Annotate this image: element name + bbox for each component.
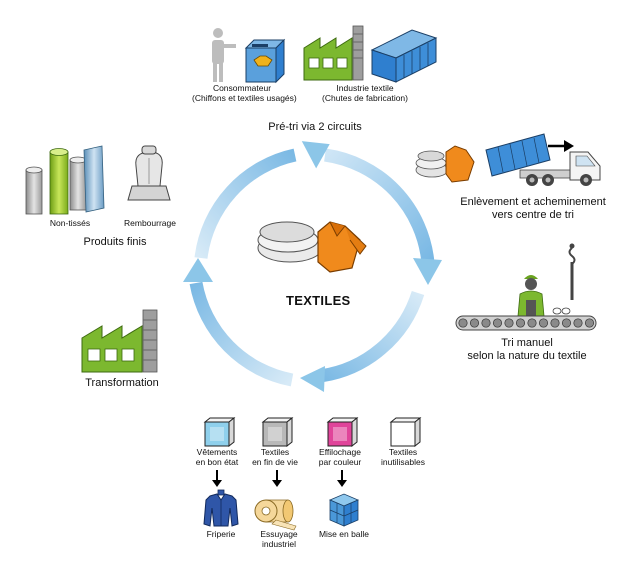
category-label-line1: Effilochage [319, 447, 361, 457]
arrow-head-left [183, 258, 213, 282]
conveyor-belt-icon [455, 315, 597, 331]
collection-bin-icon [244, 38, 286, 84]
category-label-line2: en fin de vie [252, 456, 298, 467]
center-title: TEXTILES [286, 293, 351, 308]
conveyor-roller [584, 318, 595, 328]
category-cube-icon [389, 416, 422, 448]
conveyor-roller [515, 318, 526, 328]
conveyor-roller [504, 318, 514, 328]
arrow-head-right [413, 258, 442, 285]
consumer-icon [212, 28, 236, 82]
arrow-arc-bottom-right [318, 290, 425, 383]
conveyor-roller [492, 318, 503, 328]
dump-truck-icon [485, 133, 601, 186]
clothes-bundle-icon [415, 145, 475, 183]
consumer-label: Consommateur (Chiffons et textiles usagé… [192, 83, 297, 104]
category-label-line1: Textiles [388, 447, 418, 457]
transformation-label: Transformation [85, 377, 159, 389]
transport-label-line1: Enlèvement et acheminement [460, 196, 606, 208]
industry-label-line2: (Chutes de fabrication) [322, 92, 408, 103]
arrow-arc-bottom-left [189, 281, 294, 387]
industry-label-line1: Industrie textile [336, 83, 394, 93]
conveyor-roller [481, 318, 491, 328]
paper-roll-icon [254, 499, 297, 531]
nonwoven-label: Non-tissés [49, 218, 91, 228]
factory-icon-left [81, 309, 158, 373]
category-label-line2: par couleur [318, 456, 362, 467]
category-label-line1: Vêtements [196, 447, 238, 457]
cycle-arrows [183, 141, 442, 392]
category-cube-icon [203, 416, 236, 448]
factory-icon-top [303, 25, 364, 81]
car-seat-icon [127, 145, 171, 201]
textile-pile-icon [257, 221, 367, 273]
down-arrows [212, 470, 347, 487]
outcome-label-line2: industriel [261, 538, 297, 549]
down-arrow-icon [337, 470, 347, 487]
finished-products-label: Produits finis [83, 236, 147, 248]
transport-label-line2: vers centre de tri [492, 208, 574, 221]
conveyor-roller [538, 318, 549, 328]
outcome-label-line1: Essuyage [260, 529, 298, 539]
arrow-arc-top-left [194, 148, 297, 259]
category-cube-icon [326, 416, 359, 448]
conveyor-roller [573, 318, 583, 328]
padding-label: Rembourrage [124, 218, 176, 228]
conveyor-roller [527, 318, 537, 328]
category-cube-icon [261, 416, 294, 448]
arrow-head-bottom [300, 366, 325, 392]
sorting-claw-icon [568, 243, 576, 300]
jacket-icon [203, 489, 239, 527]
category-label-line2: inutilisables [381, 456, 425, 467]
conveyor-roller [458, 318, 468, 328]
outcome-label-line1: Friperie [206, 529, 236, 539]
outcome-label-line1: Mise en balle [318, 529, 370, 539]
pretri-step-label: Pré-tri via 2 circuits [268, 121, 362, 133]
conveyor-roller [561, 318, 572, 328]
category-label-line1: Textiles [260, 447, 290, 457]
arrow-head-top-right [301, 141, 330, 169]
transport-label: Enlèvement et acheminement vers centre d… [448, 196, 618, 221]
manual-sort-label: Tri manuel selon la nature du textile [452, 337, 602, 362]
arrow-right-icon [548, 140, 574, 152]
down-arrow-icon [272, 470, 282, 487]
sorted-items-icon [552, 307, 571, 315]
category-label-line2: en bon état [195, 456, 239, 467]
outcome-label: Friperie [186, 529, 256, 540]
consumer-label-line2: (Chiffons et textiles usagés) [192, 92, 297, 103]
arrow-arc-top-right [324, 148, 435, 264]
sorting-worker-icon [517, 275, 545, 317]
outcome-label: Mise en balle [309, 529, 379, 540]
fabric-rolls-icon [25, 145, 105, 215]
conveyor-roller [550, 318, 560, 328]
conveyor-roller [469, 318, 480, 328]
container-icon-top [370, 29, 438, 83]
down-arrow-icon [212, 470, 222, 487]
manual-sort-label-line1: Tri manuel [501, 337, 553, 349]
bale-icon [328, 493, 360, 527]
consumer-label-line1: Consommateur [212, 83, 272, 93]
industry-label: Industrie textile (Chutes de fabrication… [315, 83, 415, 104]
manual-sort-label-line2: selon la nature du textile [467, 349, 587, 362]
